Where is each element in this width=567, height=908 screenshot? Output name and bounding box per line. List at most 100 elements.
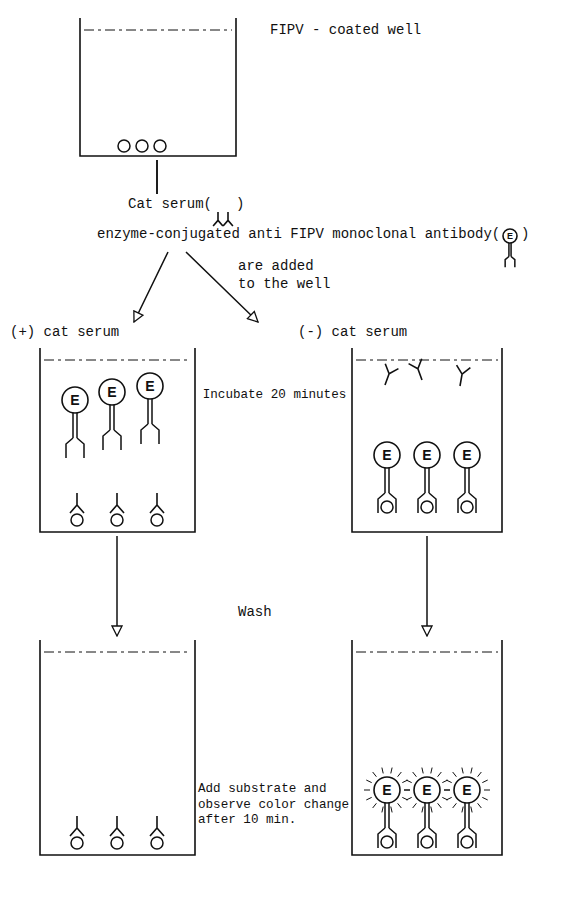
assay-well: (+) cat serumEEE (4, 322, 198, 536)
color-ray (482, 780, 487, 783)
antibody-stem (378, 803, 396, 848)
liquid-surface (44, 30, 498, 652)
color-ray (398, 772, 402, 777)
color-ray (471, 807, 472, 813)
enzyme-label: E (417, 781, 437, 799)
step-note: are added to the well (238, 258, 338, 293)
color-ray (471, 768, 472, 774)
virus-particle (136, 140, 148, 152)
antibody-stem (505, 243, 515, 267)
virus-particle (151, 837, 163, 849)
well-outline (40, 348, 195, 532)
well-heading: FIPV - coated well (270, 22, 421, 40)
antibody-stem (458, 803, 476, 848)
cat-antibody (409, 359, 429, 383)
liquid-line (44, 360, 191, 361)
step-note: Cat serum( (128, 196, 212, 214)
step-note: enzyme-conjugated anti FIPV monoclonal a… (97, 226, 500, 244)
virus-particle (381, 501, 393, 513)
virus-particle (461, 836, 473, 848)
liquid-line (44, 652, 191, 653)
virus-particle (421, 501, 433, 513)
enzyme-label: E (457, 781, 477, 799)
enzyme-conjugate (99, 379, 125, 450)
enzyme-circle (137, 373, 163, 399)
enzyme-conjugate (364, 768, 410, 848)
color-ray (444, 790, 450, 791)
color-ray (406, 797, 411, 800)
enzyme-label: E (102, 383, 122, 401)
color-ray (382, 768, 383, 774)
virus-particle (421, 836, 433, 848)
well-heading: (-) cat serum (298, 324, 407, 342)
enzyme-label: E (377, 781, 397, 799)
enzyme-label: E (504, 230, 516, 242)
color-ray (453, 803, 457, 808)
step-note: Incubate 20 minutes (198, 388, 351, 404)
cat-antibody (150, 493, 164, 513)
enzyme-circle (454, 442, 480, 468)
well-heading: (+) cat serum (10, 324, 119, 342)
color-ray (431, 768, 432, 774)
color-ray (478, 803, 482, 808)
color-ray (364, 790, 370, 791)
enzyme-label: E (65, 391, 85, 409)
color-ray (373, 772, 377, 777)
well-outline (352, 348, 502, 532)
virus-particle (381, 836, 393, 848)
liquid-line (356, 360, 498, 361)
antibody-stem (141, 399, 159, 444)
antibody-stem (458, 468, 476, 513)
antibody-stem (418, 468, 436, 513)
enzyme-conjugate (62, 387, 88, 458)
virus-coating (118, 140, 166, 152)
liquid-line (84, 30, 232, 31)
assay-well: (-) cat serumEEE (250, 322, 506, 536)
color-ray (484, 790, 490, 791)
enzyme-circle (414, 777, 440, 803)
assay-well (36, 636, 200, 858)
well-outline (80, 18, 236, 156)
color-ray (482, 797, 487, 800)
antibody-stem (418, 803, 436, 848)
cat-antibody (150, 816, 164, 836)
color-ray (438, 772, 442, 777)
color-ray (446, 797, 451, 800)
enzyme-circle (454, 777, 480, 803)
enzyme-conjugate (137, 373, 163, 444)
assay-well: FIPV - coated well (78, 14, 458, 160)
cat-antibody (110, 493, 124, 513)
enzyme-label: E (457, 446, 477, 464)
virus-particle (71, 837, 83, 849)
step-note: Wash (238, 604, 272, 622)
color-ray (478, 772, 482, 777)
enzyme-circle (414, 442, 440, 468)
enzyme-conjugate (454, 442, 480, 513)
antibody-stem (66, 413, 84, 458)
enzyme-circle (62, 387, 88, 413)
step-note: ) (236, 196, 244, 214)
cat-antibody (453, 365, 470, 387)
virus-particle (71, 514, 83, 526)
enzyme-circle (374, 442, 400, 468)
cat-antibody (70, 493, 84, 513)
virus-particle (111, 837, 123, 849)
color-ray (446, 780, 451, 783)
enzyme-circle (503, 229, 517, 243)
color-ray (413, 803, 417, 808)
enzyme-conjugate (444, 768, 490, 848)
well-outline (352, 640, 502, 855)
enzyme-conjugate (503, 229, 517, 267)
assay-well: EEE (348, 636, 506, 858)
color-ray (422, 807, 423, 813)
color-ray (453, 772, 457, 777)
step-arrow (116, 536, 118, 636)
color-ray (398, 803, 402, 808)
color-ray (438, 803, 442, 808)
step-arrow (426, 536, 428, 636)
color-ray (406, 780, 411, 783)
enzyme-conjugate (374, 442, 400, 513)
color-ray (366, 780, 371, 783)
